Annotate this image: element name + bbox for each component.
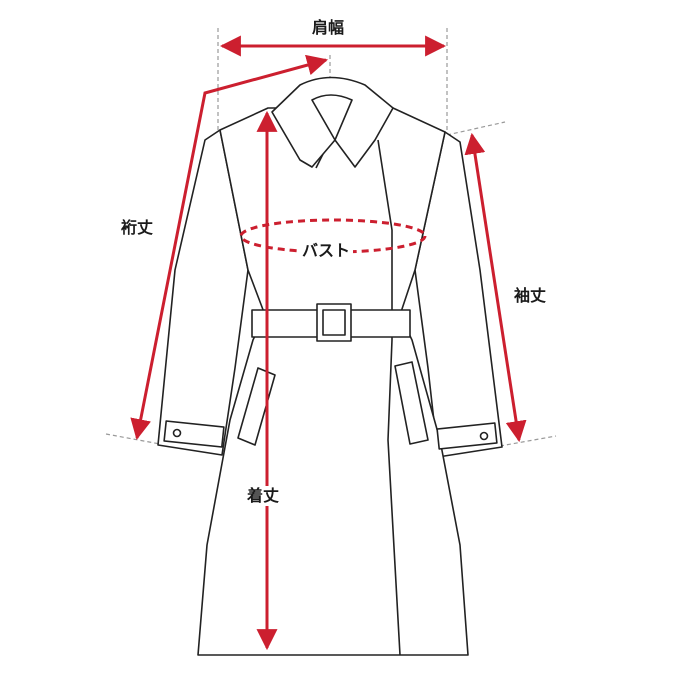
bust-label: バスト bbox=[299, 241, 354, 261]
cuff-button-right bbox=[479, 431, 489, 441]
shoulder-width-label: 肩幅 bbox=[312, 18, 345, 37]
pocket-right bbox=[394, 361, 429, 445]
coat-outline bbox=[157, 76, 503, 656]
cuff-button-left bbox=[172, 428, 182, 438]
measurement-arrows bbox=[130, 35, 527, 651]
cuff-guide-right bbox=[499, 435, 557, 447]
bust-measure-ellipse bbox=[239, 218, 427, 254]
body-length-label: 着丈 bbox=[244, 486, 283, 506]
sleeve-guide-top bbox=[446, 121, 506, 136]
coat-body bbox=[197, 107, 469, 656]
cuff-guide-left bbox=[105, 433, 161, 445]
sleeve-length-label: 袖丈 bbox=[514, 286, 547, 305]
front-overlap bbox=[377, 139, 401, 656]
yuki-length-label: 裄丈 bbox=[121, 218, 154, 237]
sleeve-length-arrow bbox=[464, 132, 527, 443]
yuki-length-arrow bbox=[130, 54, 329, 441]
belt-buckle-inner bbox=[322, 309, 346, 336]
